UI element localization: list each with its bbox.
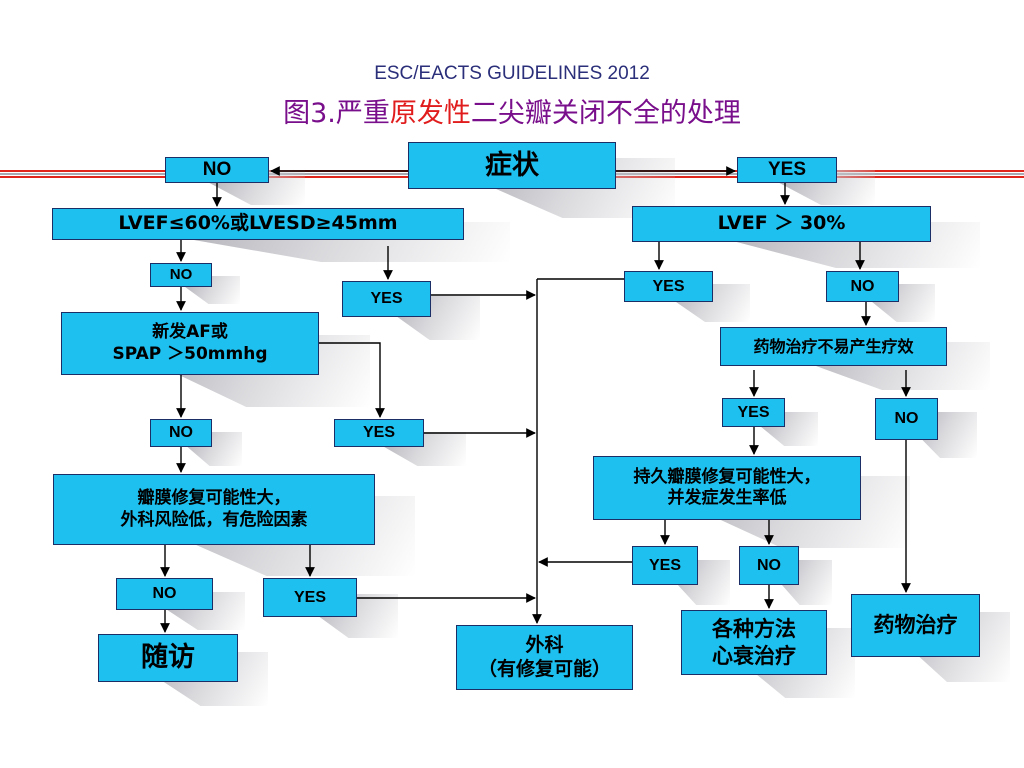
node-right-yes3: YES (632, 546, 698, 585)
node-hf-line2: 心衰治疗 (712, 643, 796, 668)
node-left-no3-label: NO (152, 585, 177, 602)
node-durable-line2: 并发症发生率低 (667, 488, 787, 508)
title-figure: 图3.严重原发性二尖瓣关闭不全的处理 (0, 91, 1024, 130)
node-durable-repair: 持久瓣膜修复可能性大， 并发症发生率低 (593, 456, 861, 520)
node-right-no1-label: NO (850, 277, 875, 295)
node-left-yes1: YES (342, 281, 431, 317)
node-drug-ineffective: 药物治疗不易产生疗效 (720, 327, 947, 366)
node-top-yes-label: YES (767, 159, 807, 181)
node-left-no2-label: NO (169, 424, 193, 441)
node-right-yes2-label: YES (737, 403, 770, 421)
title-figure-highlight: 原发性 (389, 98, 471, 129)
node-durable-line1: 持久瓣膜修复可能性大， (633, 466, 821, 487)
node-left-no1: NO (150, 263, 212, 287)
node-left-yes3: YES (263, 578, 357, 617)
node-left-yes1-label: YES (370, 290, 403, 307)
node-follow-up: 随访 (98, 634, 238, 682)
node-lvef-left: LVEF≤60%或LVESD≥45mm (52, 208, 464, 240)
node-right-yes1: YES (624, 271, 713, 302)
node-right-yes3-label: YES (648, 556, 681, 574)
node-left-no1-label: NO (169, 265, 193, 283)
node-surgery-line1: 外科 (525, 633, 564, 656)
node-left-yes2-label: YES (362, 424, 395, 441)
node-right-no3: NO (739, 546, 799, 585)
node-surgery-line2: （有修复可能） (477, 657, 611, 680)
node-top-no: NO (165, 157, 269, 183)
node-right-yes1-label: YES (652, 277, 685, 295)
node-right-no3-label: NO (757, 556, 781, 574)
node-right-yes2: YES (722, 398, 785, 427)
title-figure-part2: 二尖瓣关闭不全的处理 (470, 98, 741, 129)
node-hf-line1: 各种方法 (712, 617, 796, 642)
node-hf-treatment: 各种方法 心衰治疗 (681, 610, 827, 675)
title-figure-part1: 图3.严重 (283, 98, 390, 129)
node-top-no-label: NO (202, 159, 232, 181)
node-left-no2: NO (150, 419, 212, 447)
node-new-af-line1: 新发AF或 (152, 322, 228, 343)
node-drug-therapy: 药物治疗 (851, 594, 980, 657)
node-left-yes2: YES (334, 419, 424, 447)
node-right-no2-label: NO (894, 410, 919, 427)
node-left-no3: NO (116, 578, 213, 610)
node-valve-line1: 瓣膜修复可能性大， (137, 488, 291, 509)
node-lvef-right: LVEF ＞ 30% (632, 206, 931, 242)
node-top-yes: YES (737, 157, 837, 183)
node-right-no1: NO (826, 271, 899, 302)
node-new-af: 新发AF或 SPAP ＞50mmhg (61, 312, 319, 375)
node-valve-repair: 瓣膜修复可能性大， 外科风险低，有危险因素 (53, 474, 375, 545)
node-surgery: 外科 （有修复可能） (456, 625, 633, 690)
node-symptom: 症状 (408, 142, 616, 189)
title-guidelines: ESC/EACTS GUIDELINES 2012 (374, 63, 650, 84)
node-new-af-line2: SPAP ＞50mmhg (112, 343, 268, 364)
node-right-no2: NO (875, 398, 938, 440)
node-left-yes3-label: YES (293, 588, 326, 606)
node-valve-line2: 外科风险低，有危险因素 (120, 509, 308, 530)
